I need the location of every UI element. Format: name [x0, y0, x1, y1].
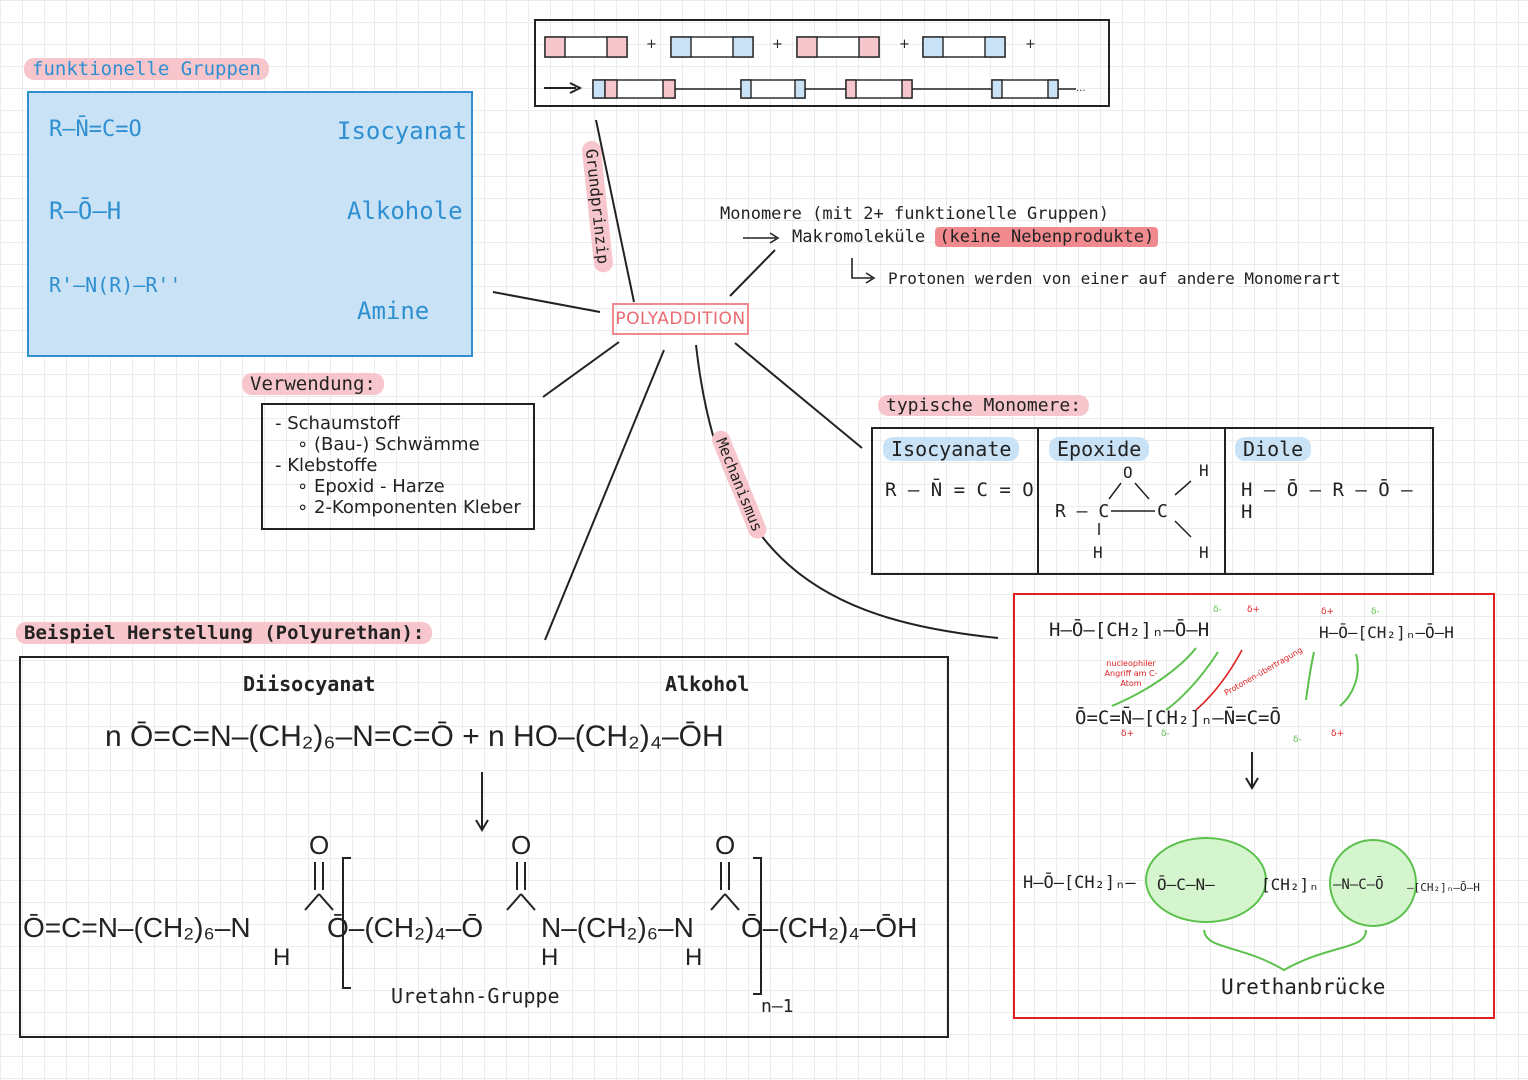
- delta-minus: δ-: [1161, 729, 1170, 739]
- epoxide-RC: R – C: [1055, 501, 1110, 522]
- delta-plus: δ+: [1321, 607, 1335, 617]
- principle-line-1: Monomere (mit 2+ funktionelle Gruppen): [720, 204, 1109, 224]
- usage-title: Verwendung:: [242, 373, 384, 395]
- usage-item: - Schaumstoff: [275, 413, 400, 434]
- isocyanate-formula: R–N̄=C=O: [49, 117, 142, 142]
- alcohol-name: Alkohole: [347, 197, 463, 225]
- reactant-diisocyanat-label: Diisocyanat: [243, 672, 376, 696]
- urethane-bridge-left: Ō–C–N–: [1157, 875, 1215, 894]
- monomer-name-diole: Diole: [1235, 437, 1312, 461]
- product-chain-end: –[CH₂]ₙ–Ō–H: [1407, 881, 1480, 894]
- plus-sign: +: [899, 37, 910, 52]
- nucleophile-note: nucleophiler Angriff am C-Atom: [1104, 659, 1158, 688]
- epoxide-H: H: [1093, 543, 1103, 562]
- plus-sign: +: [646, 37, 657, 52]
- delta-minus: δ-: [1371, 607, 1380, 617]
- product-segment: N–(CH₂)₆–N: [541, 912, 694, 943]
- nh-hydrogen: H: [541, 944, 559, 971]
- product-segment: Ō–(CH₂)₄–ŌH: [741, 912, 918, 943]
- monomer-name-isocyanate: Isocyanate: [883, 437, 1020, 461]
- functional-groups-title: funktionelle Gruppen: [24, 58, 269, 80]
- delta-minus: δ-: [1213, 605, 1222, 615]
- monomer-formula-diole: H – Ō – R – Ō – H: [1241, 479, 1413, 523]
- usage-item: ∘ (Bau-) Schwämme: [297, 434, 480, 455]
- epoxide-ring-bonds: [1098, 480, 1192, 538]
- carbonyl-oxygen: O: [511, 830, 532, 860]
- proton-transfer-note: Protonen-übertragung: [1222, 645, 1304, 698]
- monomer-formula-isocyanate: R – N̄ = C = O: [885, 479, 1034, 501]
- urethane-bridge-highlight: [1145, 837, 1267, 923]
- example-title: Beispiel Herstellung (Polyurethan):: [16, 622, 433, 644]
- nh-hydrogen: H: [273, 944, 291, 971]
- mechanism-box: H–Ō–[CH₂]ₙ–Ō–H H–Ō–[CH₂]ₙ–Ō–H δ- δ+ δ+ δ…: [1013, 593, 1495, 1019]
- functional-groups-box: R–N̄=C=O Isocyanat R–Ō–H Alkohole R'–N(R…: [27, 91, 473, 357]
- usage-item: ∘ 2-Komponenten Kleber: [297, 497, 521, 518]
- amine-formula: R'–N(R)–R'': [49, 273, 182, 297]
- center-topic: POLYADDITION: [612, 303, 749, 335]
- delta-plus: δ+: [1331, 729, 1345, 739]
- mechanism-diisocyanate: Ō=C=N̄–[CH₂]ₙ–N̄=C=Ō: [1075, 707, 1281, 729]
- amine-name: Amine: [357, 297, 430, 325]
- carbonyl-oxygen: O: [715, 830, 736, 860]
- product-chain-mid: [CH₂]ₙ: [1261, 875, 1319, 894]
- mechanism-diol-left: H–Ō–[CH₂]ₙ–Ō–H: [1049, 619, 1210, 641]
- usage-item: - Klebstoffe: [275, 455, 378, 476]
- monomers-table: Isocyanate R – N̄ = C = O Epoxide O H R …: [871, 427, 1434, 575]
- product-structure-bonds: [304, 857, 762, 995]
- reaction-equation: n Ō=C=N–(CH₂)₆–N=C=Ō + n HO–(CH₂)₄–ŌH: [105, 720, 724, 753]
- delta-plus: δ+: [1121, 729, 1135, 739]
- epoxide-O: O: [1123, 463, 1133, 482]
- reactant-alkohol-label: Alkohol: [665, 672, 750, 696]
- monomer-scheme-drawing: [544, 36, 1076, 99]
- monomers-title: typische Monomere:: [878, 395, 1090, 416]
- product-chain-start: H–Ō–[CH₂]ₙ–: [1023, 873, 1136, 893]
- epoxide-C: C: [1157, 501, 1168, 522]
- principle-line-2: Makromoleküle (keine Nebenprodukte): [792, 227, 1159, 247]
- urethane-bridge-label: Urethanbrücke: [1221, 975, 1386, 999]
- product-segment: Ō=C=N–(CH₂)₆–N: [23, 912, 251, 943]
- urethane-group-label: Uretahn-Gruppe: [391, 984, 560, 1008]
- urethane-bridge-right: –N–C–Ō: [1333, 877, 1384, 893]
- monomer-scheme: + + + + ...: [534, 19, 1110, 107]
- continuation-dots: ...: [1076, 83, 1086, 94]
- urethane-bridge-highlight: [1329, 839, 1417, 927]
- isocyanate-name: Isocyanat: [337, 117, 468, 145]
- delta-plus: δ+: [1247, 605, 1261, 615]
- plus-sign: +: [1025, 37, 1036, 52]
- example-box: Diisocyanat Alkohol n Ō=C=N–(CH₂)₆–N=C=Ō…: [19, 656, 949, 1038]
- alcohol-formula: R–Ō–H: [49, 197, 122, 225]
- product-segment: Ō–(CH₂)₄–Ō: [327, 912, 484, 943]
- usage-box: - Schaumstoff ∘ (Bau-) Schwämme - Klebst…: [261, 403, 535, 530]
- principle-line-3: Protonen werden von einer auf andere Mon…: [888, 269, 1341, 288]
- plus-sign: +: [772, 37, 783, 52]
- delta-minus: δ-: [1293, 735, 1302, 745]
- carbonyl-oxygen: O: [309, 830, 330, 860]
- monomer-name-epoxide: Epoxide: [1049, 437, 1150, 461]
- repeat-count: n–1: [761, 996, 794, 1017]
- epoxide-H: H: [1199, 543, 1209, 562]
- epoxide-H: H: [1199, 461, 1209, 480]
- mechanism-diol-right: H–Ō–[CH₂]ₙ–Ō–H: [1319, 623, 1454, 642]
- nh-hydrogen: H: [685, 944, 703, 971]
- usage-item: ∘ Epoxid - Harze: [297, 476, 445, 497]
